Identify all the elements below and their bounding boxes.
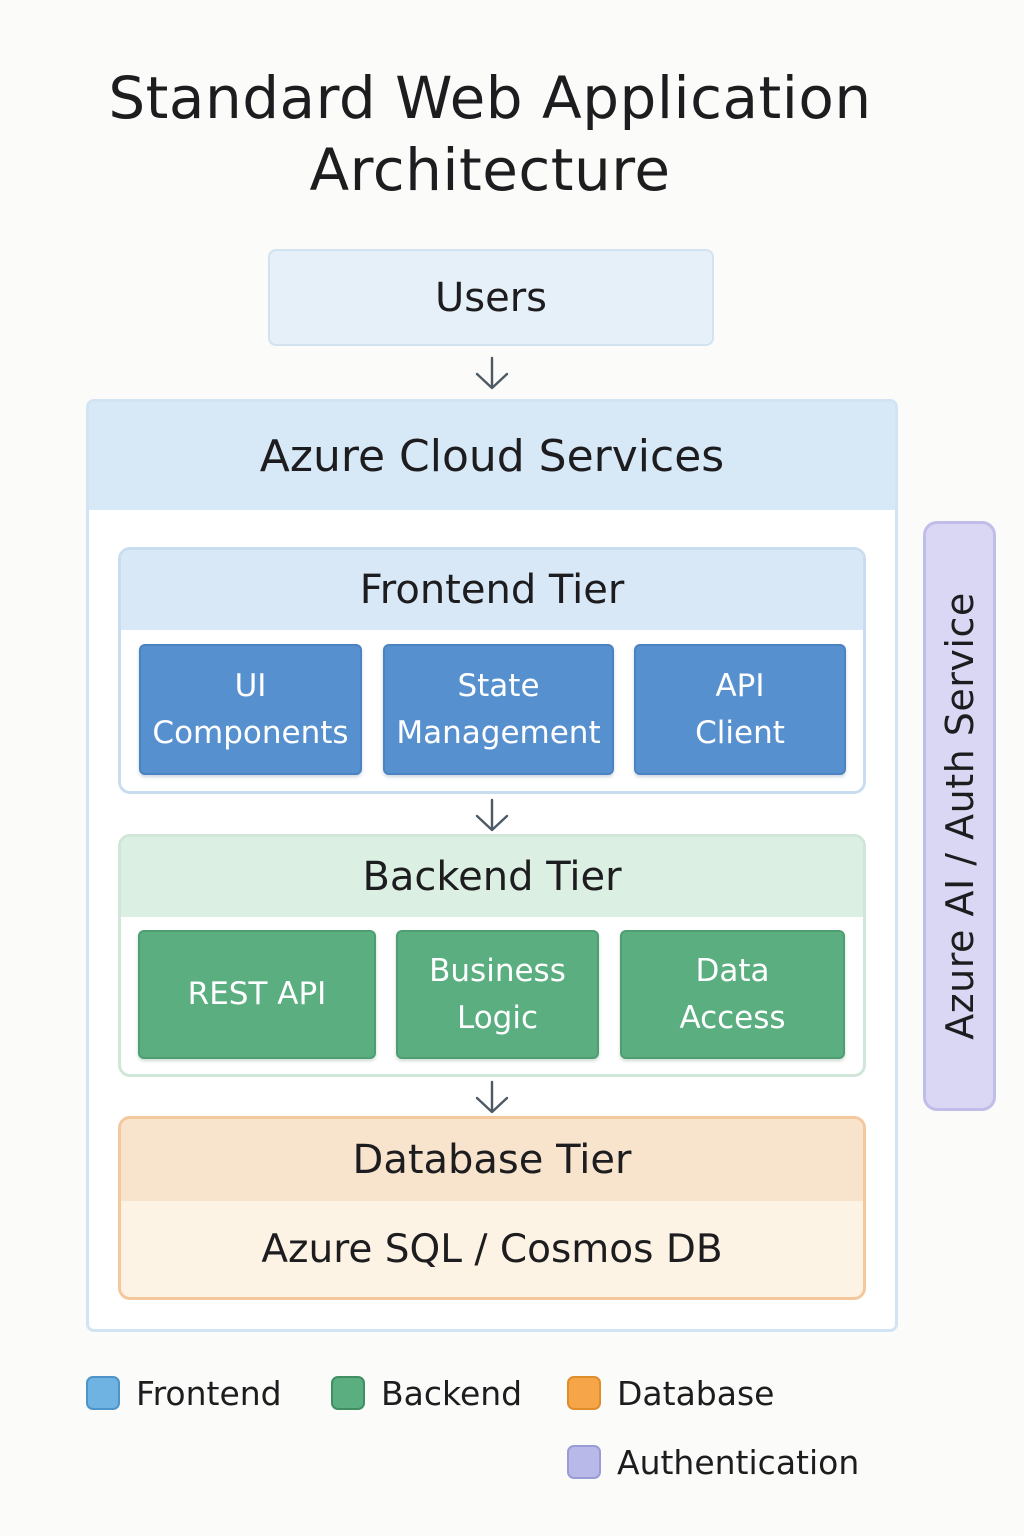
frontend-tier-label: Frontend Tier — [359, 567, 625, 613]
legend-label-database: Database — [617, 1373, 775, 1413]
database-storage-label: Azure SQL / Cosmos DB — [261, 1226, 723, 1272]
rest-api-node: REST API — [138, 930, 376, 1059]
arrow-down-icon — [470, 798, 514, 834]
auth-service-node: Azure AI / Auth Service — [923, 521, 996, 1111]
diagram-title: Standard Web Application Architecture — [108, 64, 872, 204]
cloud-header: Azure Cloud Services — [89, 402, 895, 510]
arrow-down-icon — [470, 1080, 514, 1116]
users-node: Users — [268, 249, 714, 346]
legend-swatch-authentication — [567, 1445, 601, 1479]
legend-swatch-database — [567, 1376, 601, 1410]
auth-service-label: Azure AI / Auth Service — [937, 592, 982, 1040]
backend-tier-header: Backend Tier — [121, 837, 863, 917]
database-storage: Azure SQL / Cosmos DB — [121, 1201, 863, 1297]
data-access-node: Data Access — [620, 930, 845, 1059]
legend-item-backend: Backend — [331, 1373, 522, 1413]
legend-item-database: Database — [567, 1373, 774, 1413]
legend-label-backend: Backend — [381, 1373, 523, 1413]
ui-components-node: UI Components — [139, 644, 362, 775]
business-logic-node: Business Logic — [396, 930, 599, 1059]
legend-swatch-frontend — [86, 1376, 120, 1410]
legend-label-authentication: Authentication — [617, 1442, 860, 1482]
frontend-tier-header: Frontend Tier — [121, 550, 863, 630]
legend-item-frontend: Frontend — [86, 1373, 282, 1413]
backend-tier-label: Backend Tier — [362, 854, 622, 900]
cloud-label: Azure Cloud Services — [259, 430, 725, 482]
api-client-node: API Client — [634, 644, 846, 775]
legend-swatch-backend — [331, 1376, 365, 1410]
database-tier: Database Tier Azure SQL / Cosmos DB — [118, 1116, 866, 1300]
users-label: Users — [434, 274, 547, 321]
state-management-node: State Management — [383, 644, 614, 775]
database-tier-header: Database Tier — [121, 1119, 863, 1201]
legend-label-frontend: Frontend — [136, 1373, 282, 1413]
legend-item-authentication: Authentication — [567, 1442, 859, 1482]
arrow-down-icon — [470, 356, 514, 392]
database-tier-label: Database Tier — [352, 1137, 632, 1183]
